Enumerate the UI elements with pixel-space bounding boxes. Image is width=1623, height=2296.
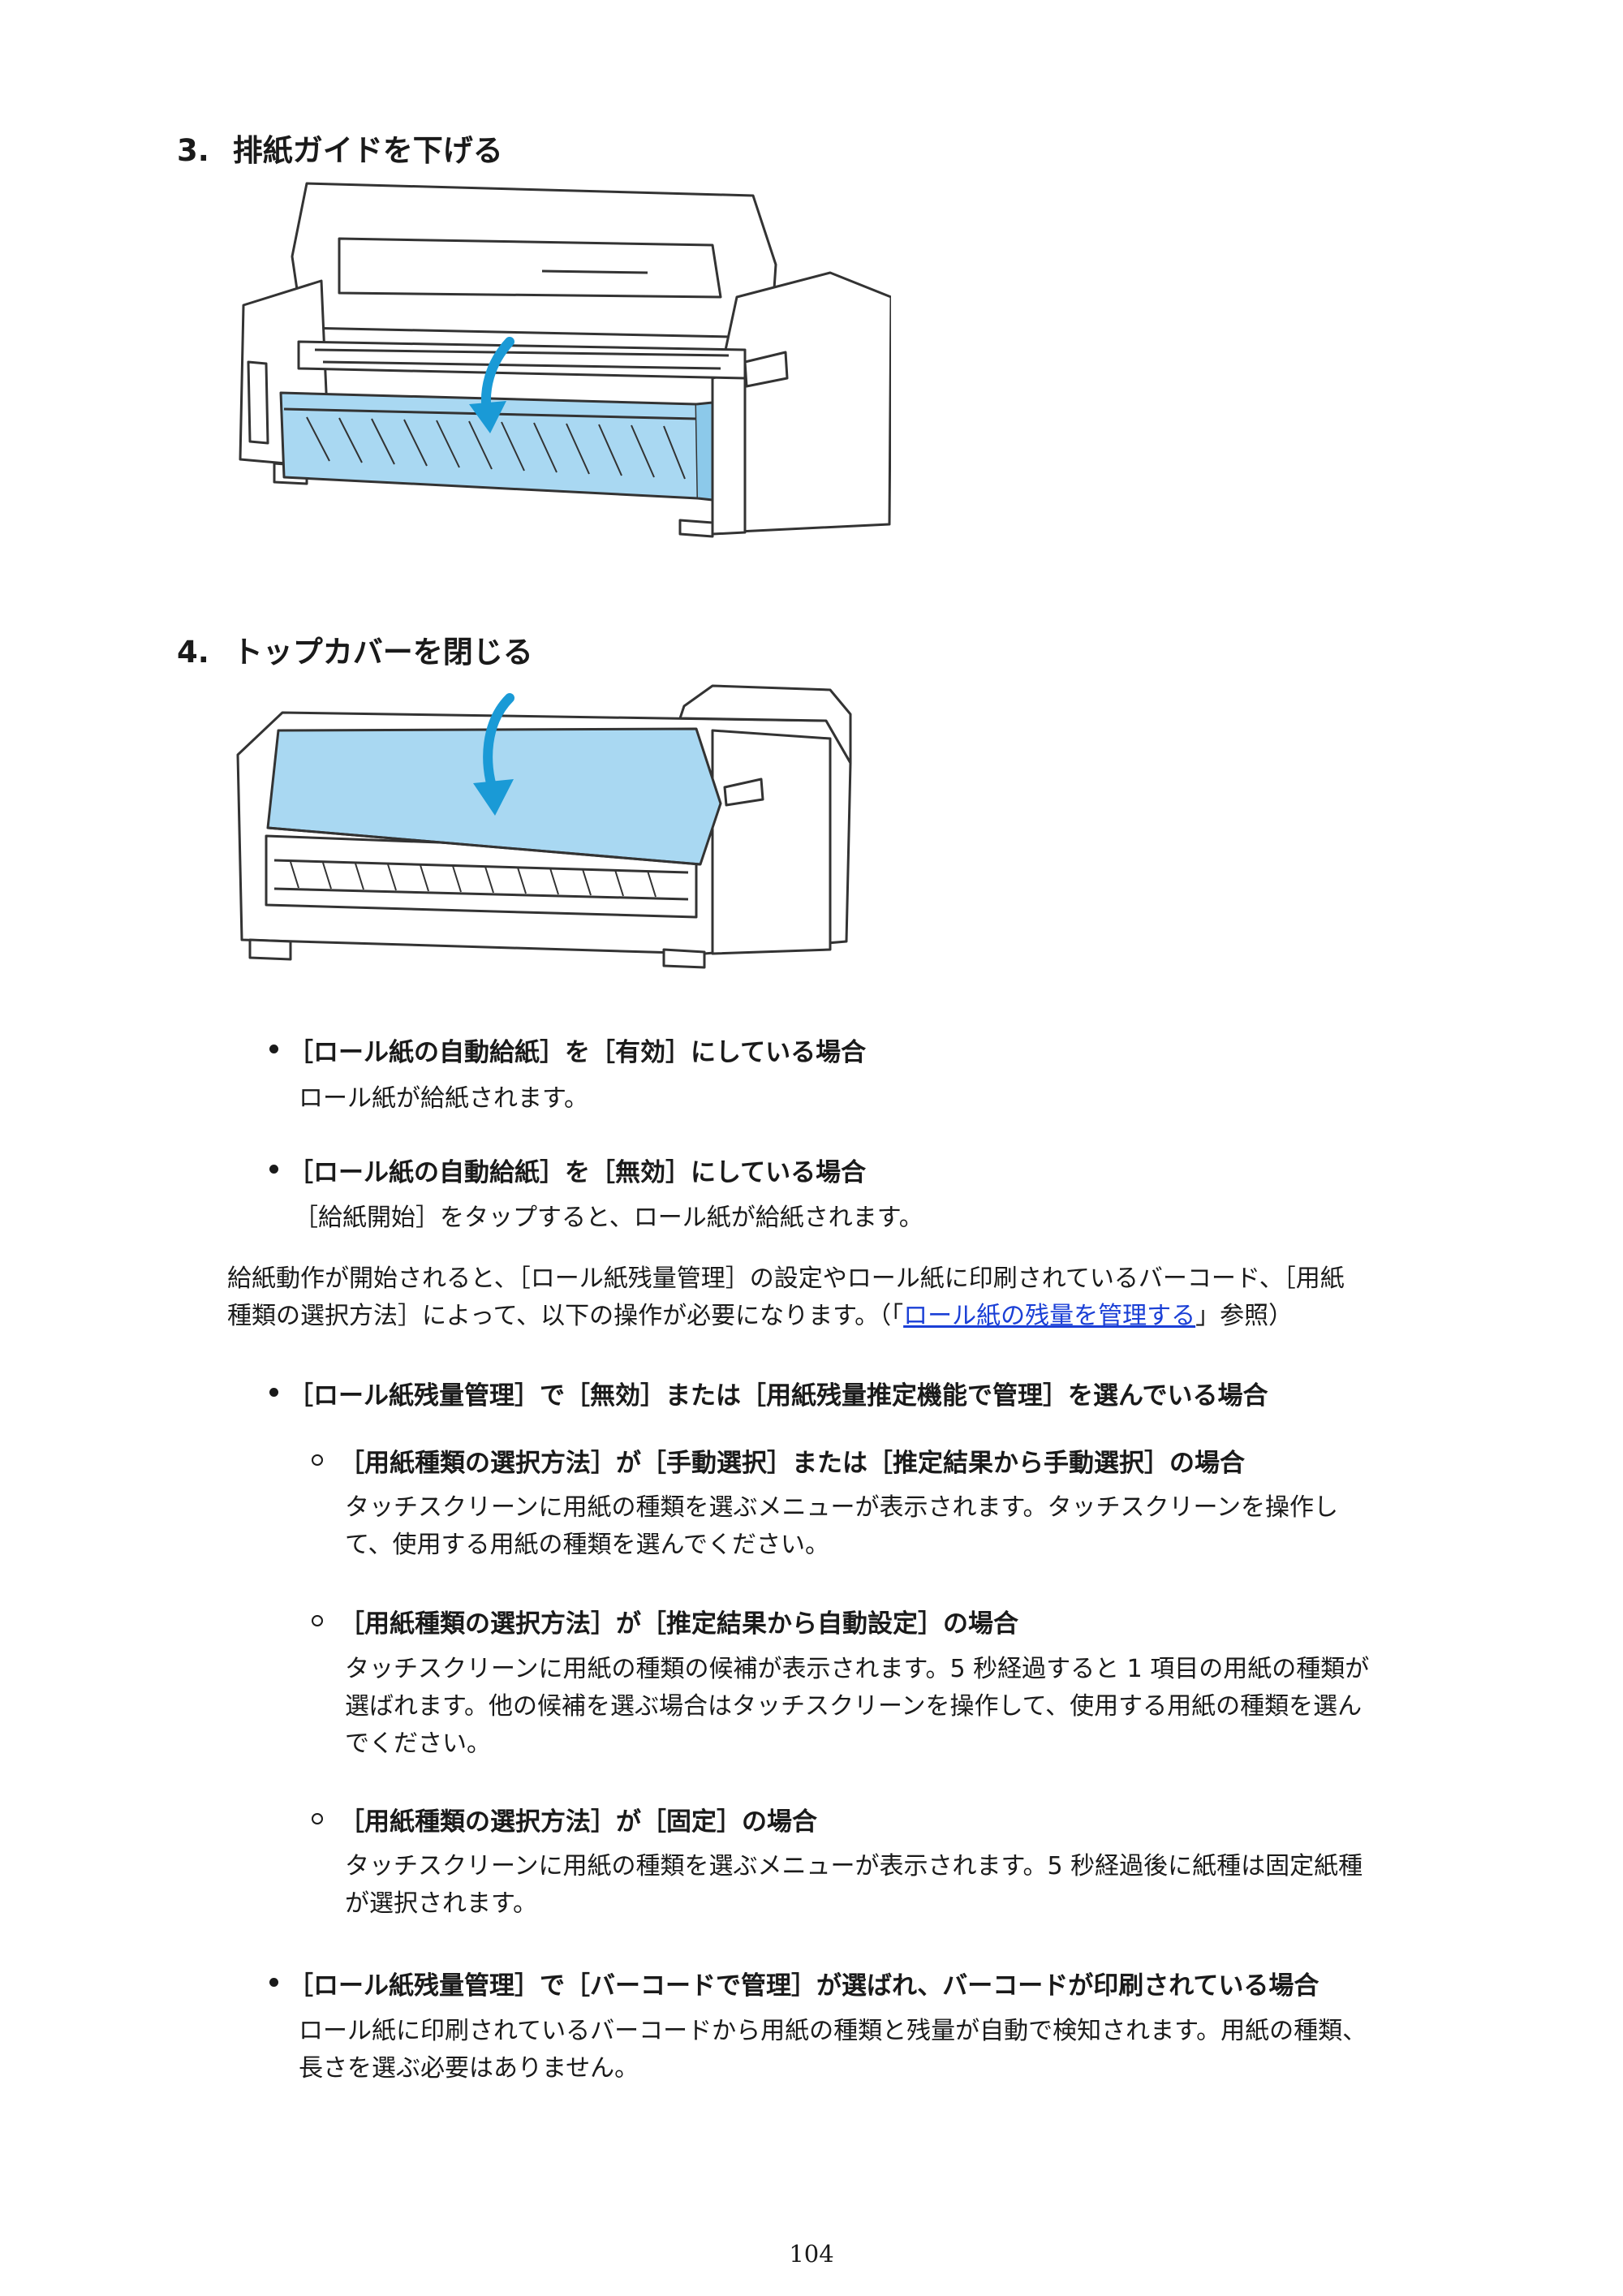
text-line: タッチスクリーンに用紙の種類の候補が表示されます。5 秒経過すると 1 項目の用… (345, 1655, 1370, 1683)
intro-line-2: 種類の選択方法］によって、以下の操作が必要になります。（「ロール紙の残量を管理す… (227, 1298, 1345, 1335)
sub-bullet-circle (312, 1615, 323, 1626)
step-number: 4. (177, 635, 209, 670)
management-case-2-text: ロール紙に印刷されているバーコードから用紙の種類と残量が自動で検知されます。用紙… (299, 2013, 1367, 2087)
manage-roll-remaining-link[interactable]: ロール紙の残量を管理する (903, 1302, 1196, 1330)
intro-paragraph: 給紙動作が開始されると、［ロール紙残量管理］の設定やロール紙に印刷されているバー… (227, 1260, 1345, 1335)
auto-feed-disabled-heading: ［ロール紙の自動給紙］を［無効］にしている場合 (288, 1158, 867, 1187)
sub-case-auto-heading: ［用紙種類の選択方法］が［推定結果から自動設定］の場合 (339, 1609, 1018, 1639)
sub-case-auto-text: タッチスクリーンに用紙の種類の候補が表示されます。5 秒経過すると 1 項目の用… (345, 1651, 1369, 1763)
text-line: タッチスクリーンに用紙の種類を選ぶメニューが表示されます。5 秒経過後に紙種は固… (345, 1852, 1363, 1880)
text-line: タッチスクリーンに用紙の種類を選ぶメニューが表示されます。タッチスクリーンを操作… (345, 1493, 1338, 1522)
step-title: トップカバーを閉じる (232, 635, 533, 670)
management-case-1-heading: ［ロール紙残量管理］で［無効］または［用紙残量推定機能で管理］を選んでいる場合 (288, 1381, 1268, 1411)
sub-case-fixed-heading: ［用紙種類の選択方法］が［固定］の場合 (339, 1807, 817, 1837)
text-line: ロール紙に印刷されているバーコードから用紙の種類と残量が自動で検知されます。用紙… (299, 2017, 1367, 2045)
page-number: 104 (789, 2240, 834, 2268)
text-line: て、使用する用紙の種類を選んでください。 (345, 1531, 829, 1559)
auto-feed-disabled-text: ［給紙開始］をタップすると、ロール紙が給紙されます。 (294, 1204, 923, 1232)
step-3-heading: 3. 排紙ガイドを下げる (177, 126, 503, 170)
intro-line-2-post: 」参照） (1195, 1302, 1294, 1330)
step-number: 3. (177, 133, 209, 168)
illustration-lower-output-guide (239, 182, 891, 538)
sub-bullet-circle (312, 1813, 323, 1824)
sub-case-manual-text: タッチスクリーンに用紙の種類を選ぶメニューが表示されます。タッチスクリーンを操作… (345, 1489, 1338, 1564)
bullet-dot (269, 1388, 278, 1397)
auto-feed-enabled-text: ロール紙が給紙されます。 (299, 1084, 588, 1113)
bullet-dot (269, 1165, 278, 1174)
step-title: 排紙ガイドを下げる (232, 133, 503, 168)
text-line: でください。 (345, 1730, 491, 1758)
text-line: が選択されます。 (345, 1889, 537, 1918)
text-line: 長さを選ぶ必要はありません。 (299, 2054, 639, 2083)
auto-feed-enabled-heading: ［ロール紙の自動給紙］を［有効］にしている場合 (288, 1038, 867, 1067)
management-case-2-heading: ［ロール紙残量管理］で［バーコードで管理］が選ばれ、バーコードが印刷されている場… (288, 1971, 1319, 2001)
bullet-dot (269, 1978, 278, 1987)
step-4-heading: 4. トップカバーを閉じる (177, 627, 533, 671)
sub-bullet-circle (312, 1454, 323, 1466)
bullet-dot (269, 1045, 278, 1053)
illustration-close-top-cover (236, 684, 852, 969)
sub-case-fixed-text: タッチスクリーンに用紙の種類を選ぶメニューが表示されます。5 秒経過後に紙種は固… (345, 1848, 1363, 1923)
text-line: 選ばれます。他の候補を選ぶ場合はタッチスクリーンを操作して、使用する用紙の種類を… (345, 1692, 1363, 1721)
intro-line-2-pre: 種類の選択方法］によって、以下の操作が必要になります。（「 (227, 1302, 904, 1330)
sub-case-manual-heading: ［用紙種類の選択方法］が［手動選択］または［推定結果から手動選択］の場合 (339, 1449, 1245, 1478)
intro-line-1: 給紙動作が開始されると、［ロール紙残量管理］の設定やロール紙に印刷されているバー… (227, 1264, 1345, 1293)
